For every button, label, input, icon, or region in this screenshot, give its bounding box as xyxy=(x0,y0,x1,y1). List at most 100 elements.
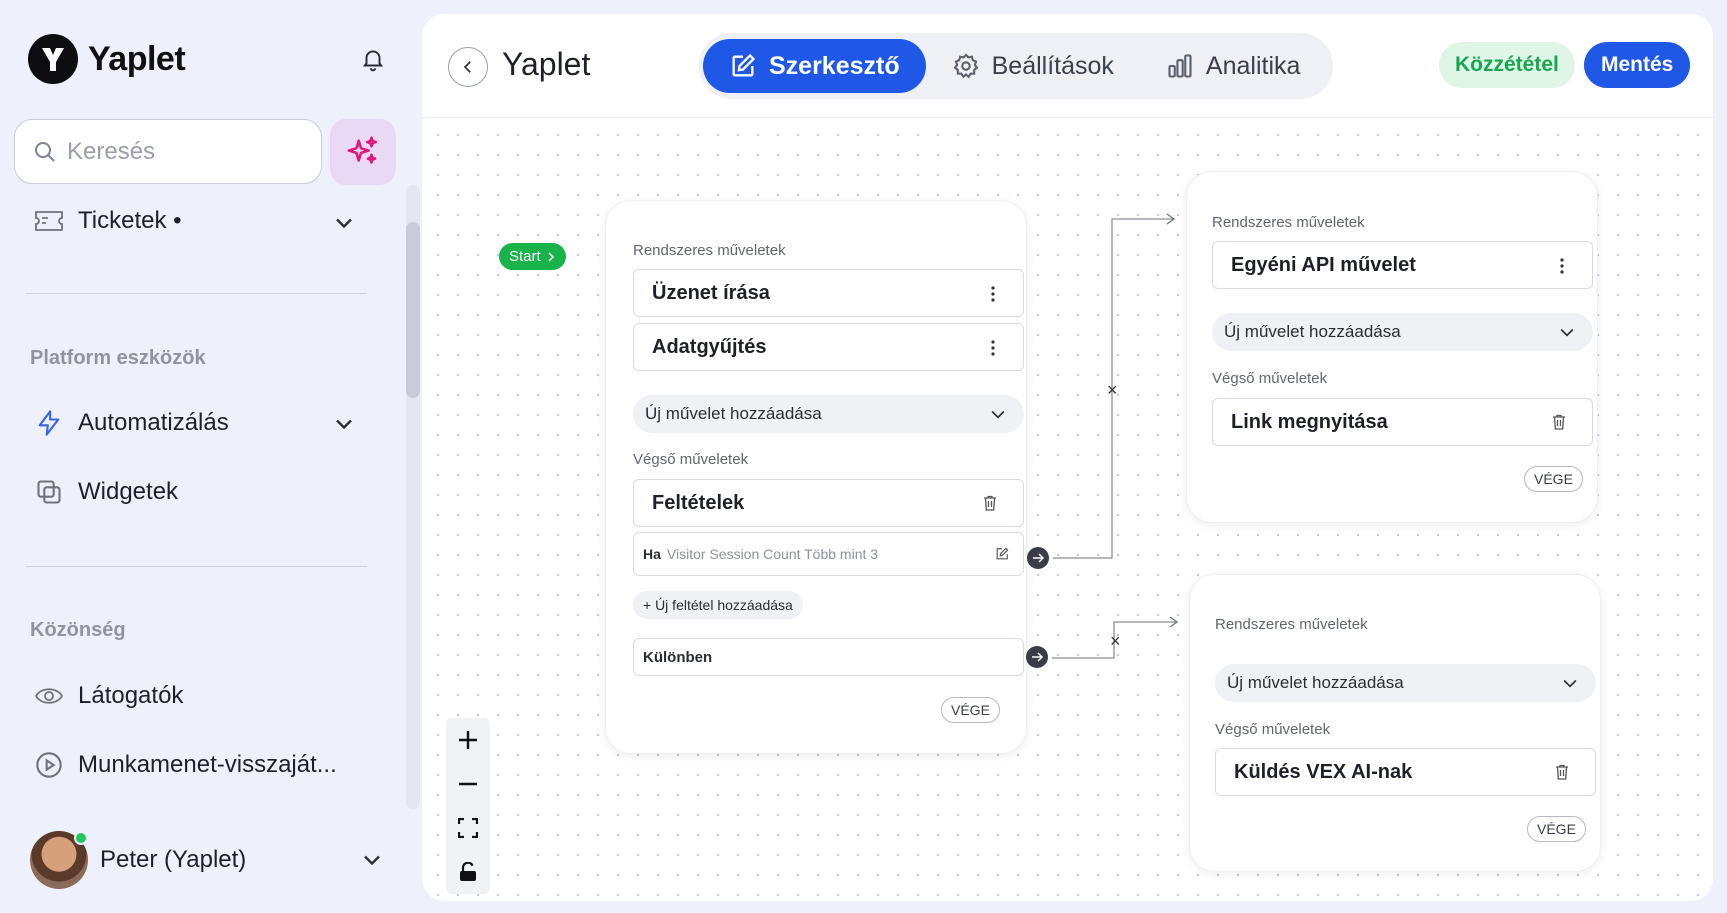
lock-button[interactable] xyxy=(446,850,490,894)
otherwise-row[interactable]: Különben xyxy=(633,638,1024,676)
final-actions-label: Végső műveletek xyxy=(633,451,749,468)
zoom-out-button[interactable] xyxy=(446,762,490,806)
sparkle-icon xyxy=(347,136,378,164)
eye-icon xyxy=(34,681,64,711)
flow-card-vex[interactable]: Rendszeres műveletek Új művelet hozzáadá… xyxy=(1189,574,1601,872)
tab-label: Analitika xyxy=(1205,51,1301,80)
system-actions-label: Rendszeres műveletek xyxy=(1215,616,1368,633)
flow-card-main[interactable]: Rendszeres műveletek Üzenet írása Adatgy… xyxy=(605,200,1027,754)
add-action-dropdown[interactable]: Új művelet hozzáadása xyxy=(1212,313,1593,351)
arrow-right-icon xyxy=(1033,553,1045,563)
tab-analytics[interactable]: Analitika xyxy=(1140,39,1327,93)
condition-row[interactable]: Ha Visitor Session Count Több mint 3 xyxy=(633,532,1024,576)
sidebar-item-label: Ticketek • xyxy=(78,207,182,234)
condition-prefix: Ha xyxy=(643,546,661,562)
end-badge: VÉGE xyxy=(941,697,1000,723)
save-button[interactable]: Mentés xyxy=(1584,42,1691,88)
start-node[interactable]: Start xyxy=(499,243,566,270)
sidebar: Yaplet Ticketek • Platform eszközök Auto… xyxy=(0,0,420,913)
edit-icon[interactable] xyxy=(995,547,1009,561)
yaplet-logo-icon xyxy=(28,34,78,84)
sidebar-item-label: Látogatók xyxy=(78,682,184,709)
chevron-down-icon[interactable] xyxy=(330,410,358,438)
sidebar-item-label: Munkamenet-visszaját... xyxy=(78,751,337,778)
condition-output-port[interactable] xyxy=(1027,547,1049,569)
tab-settings[interactable]: Beállítások xyxy=(926,39,1140,93)
action-data-collection[interactable]: Adatgyűjtés xyxy=(633,323,1024,371)
tab-editor[interactable]: Szerkesztő xyxy=(703,39,926,93)
add-action-dropdown[interactable]: Új művelet hozzáadása xyxy=(1215,664,1596,702)
user-menu[interactable]: Peter (Yaplet) xyxy=(30,831,246,889)
page-title: Yaplet xyxy=(502,46,591,82)
plus-icon xyxy=(459,731,477,749)
chevron-down-icon[interactable] xyxy=(358,846,386,874)
trash-icon[interactable] xyxy=(983,495,997,511)
kebab-menu-icon[interactable] xyxy=(991,284,995,304)
widgets-icon xyxy=(34,477,64,507)
sidebar-item-automation[interactable]: Automatizálás xyxy=(34,408,229,438)
zoom-controls xyxy=(446,718,490,894)
chevron-left-icon xyxy=(463,61,471,73)
lightning-icon xyxy=(34,408,64,438)
zoom-in-button[interactable] xyxy=(446,718,490,762)
otherwise-output-port[interactable] xyxy=(1026,646,1048,668)
editor-tabs: Szerkesztő Beállítások Analitika xyxy=(699,33,1333,99)
chevron-down-icon[interactable] xyxy=(330,209,358,237)
tab-label: Beállítások xyxy=(991,51,1114,80)
ai-sparkle-button[interactable] xyxy=(330,119,396,185)
add-condition-button[interactable]: + Új feltétel hozzáadása xyxy=(633,591,803,619)
otherwise-label: Különben xyxy=(643,648,713,666)
action-label: Link megnyitása xyxy=(1231,410,1388,433)
flow-card-api[interactable]: Rendszeres műveletek Egyéni API művelet … xyxy=(1186,171,1598,523)
fullscreen-icon xyxy=(458,818,478,838)
brand[interactable]: Yaplet xyxy=(28,34,186,84)
action-write-message[interactable]: Üzenet írása xyxy=(633,269,1024,317)
edit-icon xyxy=(732,53,756,77)
chart-icon xyxy=(1168,54,1192,78)
publish-button[interactable]: Közzététel xyxy=(1439,42,1575,88)
system-actions-label: Rendszeres műveletek xyxy=(1212,214,1365,231)
fit-view-button[interactable] xyxy=(446,806,490,850)
sidebar-scroll-thumb[interactable] xyxy=(406,222,420,398)
start-label: Start xyxy=(509,248,541,265)
kebab-menu-icon[interactable] xyxy=(991,338,995,358)
trash-icon[interactable] xyxy=(1555,764,1569,780)
sidebar-item-visitors[interactable]: Látogatók xyxy=(34,681,183,711)
sidebar-item-widgets[interactable]: Widgetek xyxy=(34,477,178,507)
action-label: Feltételek xyxy=(652,491,745,514)
kebab-menu-icon[interactable] xyxy=(1560,256,1564,276)
trash-icon[interactable] xyxy=(1552,414,1566,430)
sidebar-item-sessions[interactable]: Munkamenet-visszaját... xyxy=(34,750,337,780)
action-send-vex-ai[interactable]: Küldés VEX AI-nak xyxy=(1215,748,1596,796)
search-box[interactable] xyxy=(14,119,322,184)
ticket-icon xyxy=(34,206,64,236)
final-actions-label: Végső műveletek xyxy=(1215,721,1331,738)
minus-icon xyxy=(459,782,477,786)
add-action-dropdown[interactable]: Új művelet hozzáadása xyxy=(633,395,1024,433)
search-input[interactable] xyxy=(67,137,307,166)
online-status-dot xyxy=(74,831,88,845)
action-custom-api[interactable]: Egyéni API művelet xyxy=(1212,241,1593,289)
sidebar-item-tickets[interactable]: Ticketek • xyxy=(34,206,182,236)
action-conditions[interactable]: Feltételek xyxy=(633,479,1024,527)
back-button[interactable] xyxy=(448,47,488,87)
user-name: Peter (Yaplet) xyxy=(100,846,247,873)
final-actions-label: Végső műveletek xyxy=(1212,370,1328,387)
action-label: Adatgyűjtés xyxy=(652,335,767,358)
chevron-down-icon xyxy=(991,410,1005,419)
chevron-right-icon xyxy=(548,251,554,262)
end-badge: VÉGE xyxy=(1527,816,1586,842)
brand-name: Yaplet xyxy=(88,39,186,78)
chevron-down-icon xyxy=(1560,328,1574,337)
chevron-down-icon xyxy=(1563,679,1577,688)
sidebar-divider xyxy=(26,293,367,294)
avatar xyxy=(30,831,88,889)
search-icon xyxy=(35,141,55,162)
action-label: Üzenet írása xyxy=(652,281,770,304)
action-label: Küldés VEX AI-nak xyxy=(1234,760,1413,783)
action-label: Egyéni API művelet xyxy=(1231,253,1416,276)
bell-icon[interactable] xyxy=(360,46,386,72)
main-panel: Yaplet Szerkesztő Beállítások Analitika … xyxy=(422,14,1713,901)
action-open-link[interactable]: Link megnyitása xyxy=(1212,398,1593,446)
section-audience-label: Közönség xyxy=(30,619,126,641)
